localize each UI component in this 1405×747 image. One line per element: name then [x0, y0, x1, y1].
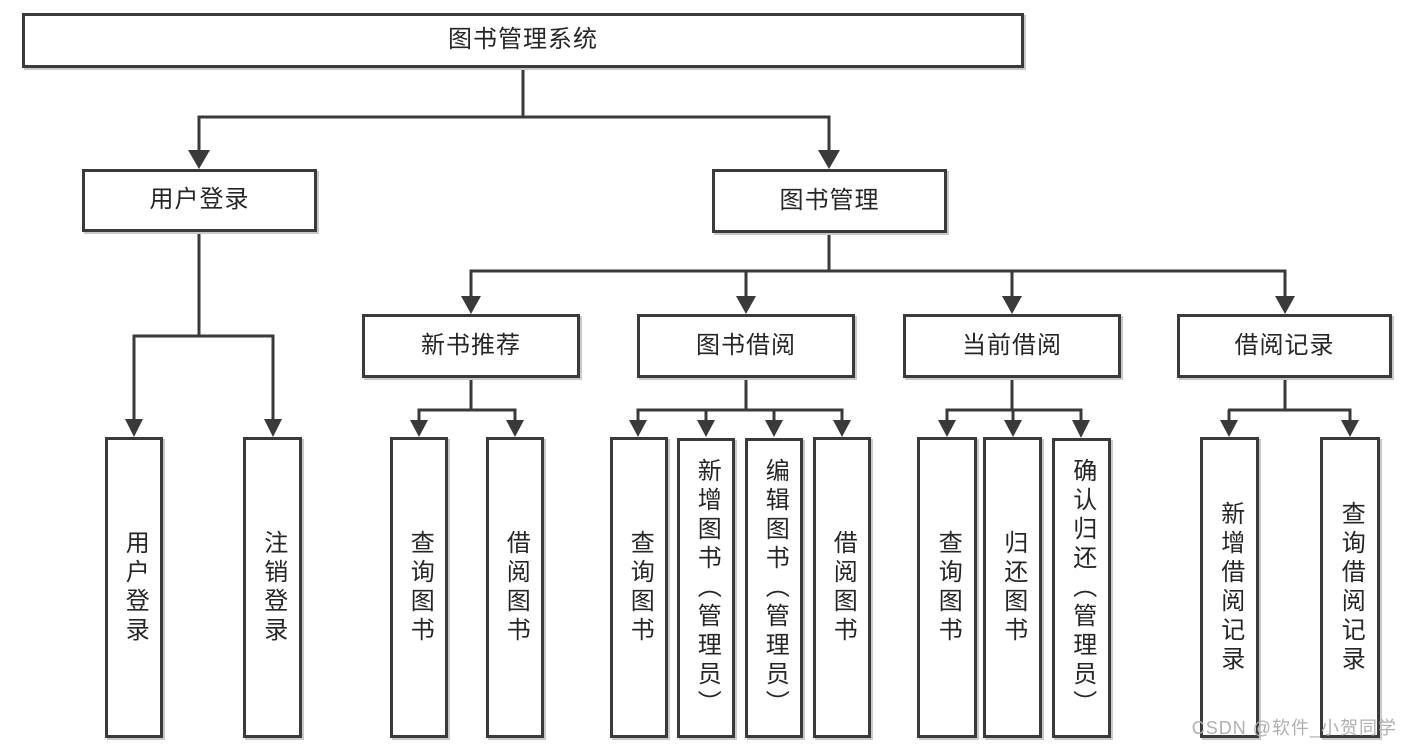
node-library-management-system: 图书管理系统: [22, 13, 1024, 68]
leaf-user-login: 用户登录: [105, 437, 163, 738]
node-new-book-recommend: 新书推荐: [362, 314, 580, 378]
csdn-watermark: CSDN @软件_小贺同学: [1191, 718, 1397, 738]
leaf-current-confirm-return-admin: 确认归还（管理员）: [1052, 438, 1111, 738]
leaf-recommend-query-books: 查询图书: [390, 437, 448, 738]
node-user-login: 用户登录: [82, 169, 317, 232]
leaf-records-query-borrow-record: 查询借阅记录: [1320, 437, 1380, 738]
node-book-borrowing: 图书借阅: [637, 314, 855, 378]
leaf-borrow-edit-books-admin: 编辑图书（管理员）: [745, 438, 803, 738]
leaf-current-query-books: 查询图书: [917, 437, 977, 738]
node-current-borrowing: 当前借阅: [903, 314, 1121, 378]
leaf-borrow-query-books: 查询图书: [610, 437, 668, 738]
leaf-borrow-add-books-admin: 新增图书（管理员）: [677, 438, 735, 738]
leaf-borrow-borrow-books: 借阅图书: [813, 437, 871, 738]
leaf-logout-login: 注销登录: [243, 437, 302, 738]
leaf-current-return-books: 归还图书: [983, 437, 1042, 738]
node-borrowing-records: 借阅记录: [1177, 314, 1392, 378]
node-book-management: 图书管理: [712, 169, 947, 233]
leaf-records-add-borrow-record: 新增借阅记录: [1200, 437, 1259, 738]
leaf-recommend-borrow-books: 借阅图书: [486, 437, 544, 738]
